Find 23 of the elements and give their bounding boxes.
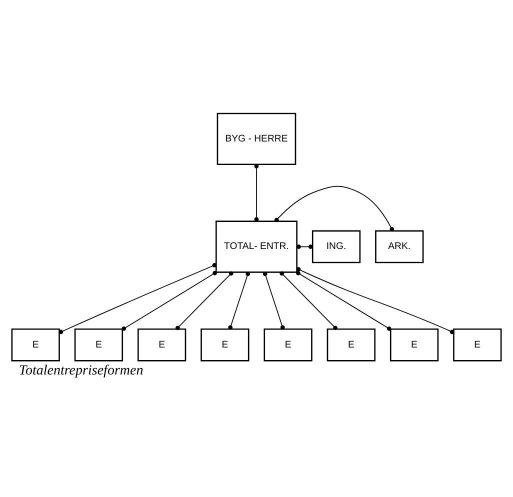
node-box: ING. [312, 230, 361, 264]
node-box: ARK. [375, 230, 424, 264]
caption: Totalentrepriseformen [18, 364, 144, 379]
node-box: E [453, 328, 502, 362]
connector [254, 164, 259, 222]
connector [280, 271, 338, 330]
node-box: E [138, 328, 186, 362]
node-box: E [11, 328, 60, 362]
connector [58, 263, 217, 334]
node-box: E [74, 328, 124, 362]
node-box: E [326, 328, 376, 362]
connector [274, 186, 394, 232]
connector [228, 272, 250, 330]
node-box: BYG - HERRE [216, 112, 296, 165]
connector [296, 267, 454, 334]
connector [122, 270, 217, 331]
node-box: TOTAL- ENTR. [216, 220, 298, 273]
connector [176, 271, 234, 330]
node-box: E [200, 328, 250, 362]
connector [262, 272, 285, 330]
node-box: E [264, 328, 312, 362]
connector [296, 270, 392, 331]
node-box: E [390, 328, 439, 362]
